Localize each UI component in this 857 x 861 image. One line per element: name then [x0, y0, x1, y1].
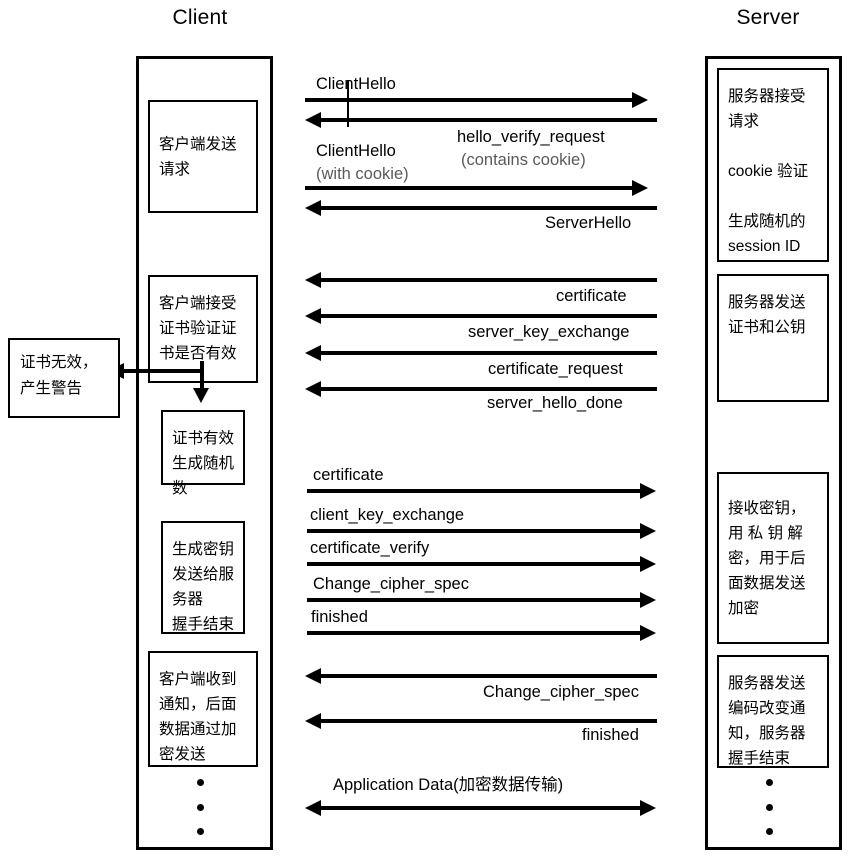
message-arrowhead-change-cipher-spec-client [640, 592, 656, 608]
message-arrowhead-certificate-client [640, 483, 656, 499]
message-arrowhead-serverhello [305, 200, 321, 216]
message-arrowhead-certificate-request [305, 345, 321, 361]
message-line-certificate-client [307, 489, 642, 493]
server-column-header: Server [736, 6, 800, 29]
message-arrowhead-application-data-left [305, 800, 321, 816]
message-label-server-key-exchange: server_key_exchange [468, 323, 630, 341]
client-note-receive-notice: 客户端收到 通知，后面 数据通过加 密发送 [148, 651, 258, 767]
message-arrowhead-client-key-exchange [640, 523, 656, 539]
message-arrowhead-clienthello-1 [632, 92, 648, 108]
message-label-finished-client: finished [311, 608, 368, 626]
message-line-change-cipher-spec-server [319, 674, 657, 678]
message-arrowhead-certificate-server [305, 272, 321, 288]
message-label-hello-verify-request: hello_verify_request [457, 128, 605, 146]
message-line-server-key-exchange [319, 314, 657, 318]
message-label-certificate-verify: certificate_verify [310, 539, 430, 557]
server-ellipsis-dots [766, 779, 773, 835]
message-sublabel-with-cookie: (with cookie) [316, 165, 409, 183]
message-line-certificate-request [319, 351, 657, 355]
message-label-serverhello: ServerHello [545, 214, 632, 232]
client-note-certificate-valid: 证书有效 生成随机 数 [161, 410, 245, 497]
message-label-certificate-client: certificate [313, 466, 384, 484]
client-ellipsis-dots [197, 779, 204, 835]
message-arrowhead-hello-verify-request [305, 112, 321, 128]
message-label-finished-server: finished [582, 726, 639, 744]
message-line-serverhello [319, 206, 657, 210]
message-arrowhead-finished-server [305, 713, 321, 729]
message-line-certificate-server [319, 278, 657, 282]
message-arrowhead-change-cipher-spec-server [305, 668, 321, 684]
server-note-accept-request: 服务器接受 请求 cookie 验证 生成随机的 session ID [717, 68, 829, 262]
message-sublabel-contains-cookie: (contains cookie) [461, 151, 586, 169]
message-label-application-data: Application Data(加密数据传输) [333, 776, 564, 794]
message-line-server-hello-done [319, 387, 657, 391]
client-column-header: Client [172, 6, 228, 29]
message-arrowhead-server-hello-done [305, 381, 321, 397]
message-label-change-cipher-spec-client: Change_cipher_spec [313, 575, 469, 593]
message-line-certificate-verify [307, 562, 642, 566]
message-line-clienthello-2 [305, 186, 640, 190]
message-arrowhead-server-key-exchange [305, 308, 321, 324]
message-label-clienthello-2: ClientHello [316, 142, 396, 160]
message-line-finished-client [307, 631, 642, 635]
server-note-send-change-cipher: 服务器发送 编码改变通 知，服务器 握手结束 [717, 655, 829, 768]
message-line-finished-server [319, 719, 657, 723]
message-label-server-hello-done: server_hello_done [487, 394, 623, 412]
server-note-receive-key: 接收密钥， 用 私 钥 解 密，用于后 面数据发送 加密 [717, 472, 829, 644]
message-label-client-key-exchange: client_key_exchange [310, 506, 465, 524]
decision-branch-line [200, 361, 204, 389]
alert-branch-line [122, 369, 202, 373]
message-line-hello-verify-request [319, 118, 657, 122]
message-label-change-cipher-spec-server: Change_cipher_spec [483, 683, 639, 701]
message-line-clienthello-1 [305, 98, 640, 102]
message-arrowhead-application-data-right [640, 800, 656, 816]
clienthello-tick-marker [347, 80, 349, 127]
message-line-change-cipher-spec-client [307, 598, 642, 602]
message-label-certificate-request: certificate_request [488, 360, 623, 378]
server-note-send-certificate: 服务器发送 证书和公钥 [717, 274, 829, 402]
message-label-clienthello-1: ClientHello [316, 75, 396, 93]
decision-branch-arrowhead [193, 388, 209, 403]
message-arrowhead-certificate-verify [640, 556, 656, 572]
certificate-invalid-alert-box: 证书无效， 产生警告 [8, 338, 120, 418]
message-arrowhead-finished-client [640, 625, 656, 641]
message-line-application-data [319, 806, 642, 810]
message-line-client-key-exchange [307, 529, 642, 533]
client-note-send-request: 客户端发送 请求 [148, 100, 258, 213]
message-label-certificate-server: certificate [556, 287, 627, 305]
message-arrowhead-clienthello-2 [632, 180, 648, 196]
client-note-generate-key: 生成密钥 发送给服 务器 握手结束 [161, 521, 245, 634]
